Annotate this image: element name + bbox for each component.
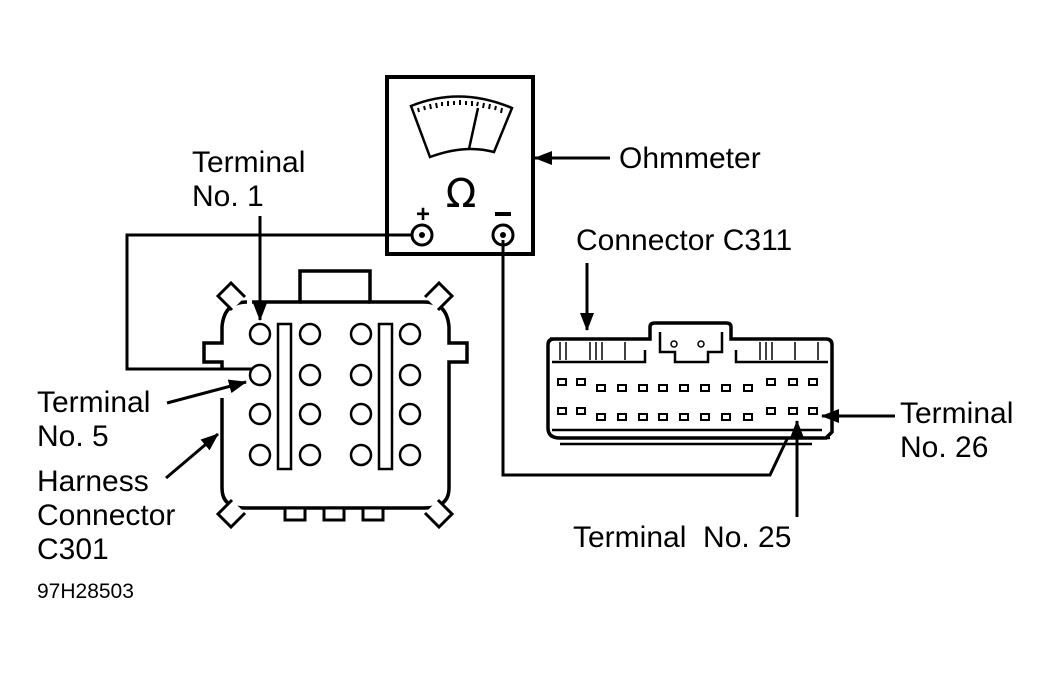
c311-top-rail	[552, 350, 828, 364]
c311-terminal-pin[interactable]	[576, 407, 586, 415]
terminal-1-label-line1: Terminal	[192, 146, 306, 179]
c311-terminal-pin[interactable]	[721, 413, 731, 421]
c301-terminal-pin[interactable]	[398, 322, 422, 346]
c311-terminal-pin[interactable]	[617, 384, 627, 392]
c311-terminal-pin[interactable]	[788, 378, 798, 386]
c301-terminal-pin[interactable]	[349, 322, 373, 346]
corner-ear	[215, 280, 247, 312]
c301-terminal-pin[interactable]	[398, 402, 422, 426]
c311-terminal-pin[interactable]	[808, 407, 818, 415]
ohmmeter-label: Ohmmeter	[619, 142, 761, 175]
c311-terminal-pin[interactable]	[596, 413, 606, 421]
c311-terminal-pin[interactable]	[743, 413, 753, 421]
meter-scale-ticks	[417, 100, 503, 114]
c311-terminal-pin[interactable]	[808, 378, 818, 386]
c301-terminal-pin[interactable]	[349, 363, 373, 387]
c311-terminal-pin[interactable]	[596, 384, 606, 392]
c301-terminal-pin[interactable]	[248, 443, 272, 467]
c311-terminal-pin[interactable]	[658, 384, 668, 392]
harness-connector-body	[202, 269, 469, 510]
c301-terminal-pin[interactable]	[398, 363, 422, 387]
c311-terminal-pin[interactable]	[788, 407, 798, 415]
harness-connector-label-line3: C301	[37, 533, 109, 566]
c311-terminal-pin[interactable]	[638, 384, 648, 392]
negative-test-lead	[501, 240, 799, 477]
connector-c311-label: Connector C311	[576, 224, 793, 257]
terminal-5-label-line2: No. 5	[37, 420, 109, 453]
corner-ear	[215, 498, 247, 530]
c301-terminals	[248, 322, 422, 467]
c311-terminal-pin[interactable]	[557, 378, 567, 386]
c311-ribbing	[559, 342, 819, 360]
harness-connector-c301	[202, 269, 469, 530]
c301-terminal-pin[interactable]	[248, 363, 272, 387]
terminal-5-label: Terminal No. 5	[37, 386, 150, 454]
latch-detail	[697, 340, 705, 348]
terminal-26-label-line1: Terminal	[900, 397, 1014, 430]
terminal-5-label-line1: Terminal	[37, 386, 151, 419]
c301-terminal-pin[interactable]	[349, 402, 373, 426]
corner-ear	[423, 280, 455, 312]
terminal-divider	[377, 322, 394, 471]
terminal-1-label: Terminal No. 1	[192, 146, 305, 214]
c311-base-rail	[552, 428, 830, 446]
c311-center-latch	[658, 332, 724, 364]
harness-connector-callout-arrow	[165, 432, 219, 480]
terminal-5-callout-arrow	[166, 379, 247, 405]
terminal-26-label-line2: No. 26	[900, 431, 989, 464]
c301-terminal-pin[interactable]	[398, 443, 422, 467]
bottom-tab	[361, 506, 385, 522]
harness-connector-label-line2: Connector	[37, 499, 176, 532]
c311-terminal-pin[interactable]	[679, 413, 689, 421]
connector-c311	[546, 321, 834, 446]
c311-terminal-pin[interactable]	[576, 378, 586, 386]
bottom-tab	[322, 506, 346, 522]
terminal-26-label: Terminal No. 26	[900, 397, 1013, 465]
meter-dial-face	[409, 95, 514, 159]
c311-terminal-pin[interactable]	[700, 384, 710, 392]
c311-body	[546, 321, 834, 440]
c301-terminal-pin[interactable]	[298, 402, 322, 426]
ohmmeter: Ω +	[385, 75, 535, 256]
c311-terminal-pin[interactable]	[679, 384, 689, 392]
c311-terminal-pin[interactable]	[766, 378, 776, 386]
positive-sign: +	[416, 201, 430, 228]
ohm-symbol: Ω	[446, 171, 477, 217]
positive-jack[interactable]	[410, 223, 434, 247]
c301-terminal-pin[interactable]	[298, 322, 322, 346]
negative-jack[interactable]	[491, 223, 515, 247]
c301-terminal-pin[interactable]	[349, 443, 373, 467]
figure-id: 97H28503	[37, 580, 134, 603]
c311-terminals	[557, 378, 818, 421]
c311-terminal-pin[interactable]	[658, 413, 668, 421]
c301-terminal-pin[interactable]	[248, 402, 272, 426]
c301-terminal-pin[interactable]	[298, 363, 322, 387]
harness-connector-label-line1: Harness	[37, 465, 149, 498]
latch-detail	[670, 340, 678, 348]
c311-terminal-pin[interactable]	[617, 413, 627, 421]
positive-test-lead	[125, 233, 412, 371]
terminal-25-label: Terminal No. 25	[573, 521, 792, 554]
terminal-1-label-line2: No. 1	[192, 180, 264, 213]
negative-sign	[495, 212, 511, 216]
c301-terminal-pin[interactable]	[298, 443, 322, 467]
c311-terminal-pin[interactable]	[557, 407, 567, 415]
c311-terminal-pin[interactable]	[766, 407, 776, 415]
c311-terminal-pin[interactable]	[743, 384, 753, 392]
c311-terminal-pin[interactable]	[721, 384, 731, 392]
harness-connector-c301-label: Harness Connector C301	[37, 465, 175, 567]
terminal-divider	[276, 322, 293, 471]
corner-ear	[423, 498, 455, 530]
meter-needle	[467, 107, 480, 150]
c301-terminal-pin[interactable]	[248, 322, 272, 346]
c311-terminal-pin[interactable]	[638, 413, 648, 421]
c311-terminal-pin[interactable]	[700, 413, 710, 421]
bottom-tab	[283, 506, 307, 522]
